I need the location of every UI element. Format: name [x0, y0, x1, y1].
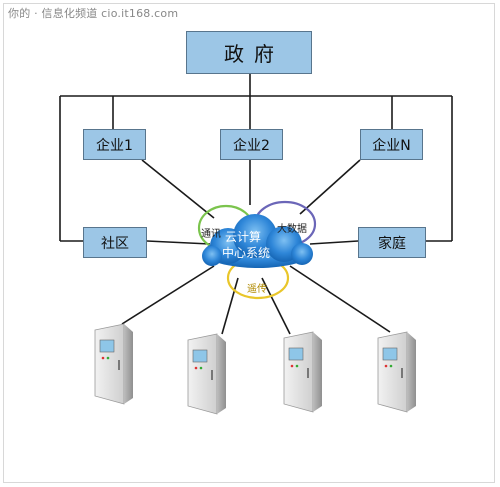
government-node: 政府	[186, 31, 312, 74]
bigdata-label: 大数据	[277, 224, 307, 235]
watermark-text: 你的 · 信息化频道 cio.it168.com	[8, 7, 179, 20]
cloud-title-line2: 中心系统	[222, 246, 271, 260]
cloud-title-line1: 云计算	[225, 230, 262, 244]
cabinet-icon-4	[377, 331, 416, 413]
transmit-label: 遥传	[247, 284, 267, 295]
enterprise-n-node: 企业N	[360, 129, 423, 160]
image-frame	[3, 3, 495, 483]
family-node: 家庭	[358, 227, 426, 258]
cabinet-icon-1	[94, 323, 133, 405]
comm-label: 通讯	[201, 229, 221, 240]
enterprise-1-node: 企业1	[83, 129, 146, 160]
cabinet-icon-2	[187, 333, 226, 415]
community-node: 社区	[83, 227, 147, 258]
cabinet-icon-3	[283, 331, 322, 413]
cloud-shape	[202, 214, 313, 268]
enterprise-2-node: 企业2	[220, 129, 283, 160]
